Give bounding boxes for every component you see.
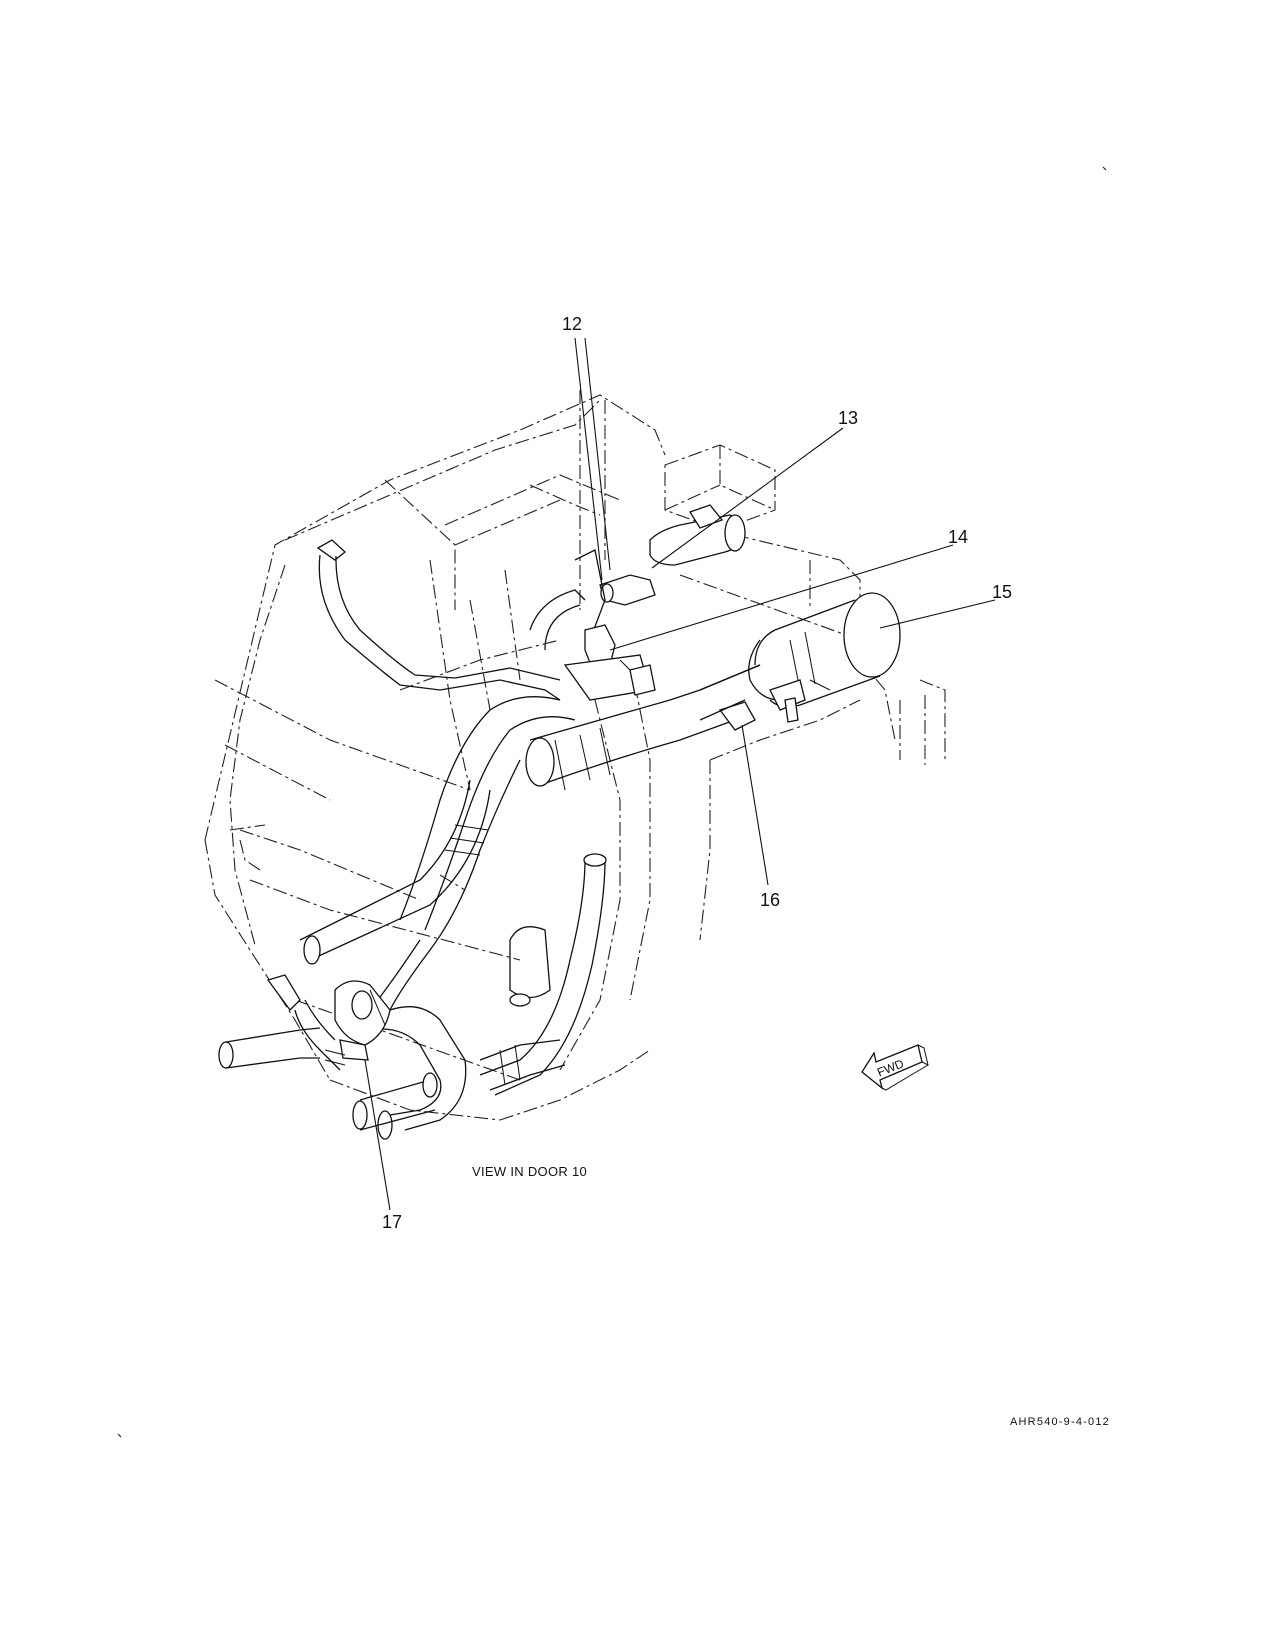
phantom-structure [204, 390, 946, 1121]
view-caption: VIEW IN DOOR 10 [472, 1164, 587, 1179]
leader-lines [364, 337, 996, 1211]
callout-14: 14 [948, 527, 968, 547]
callout-13: 13 [838, 408, 858, 428]
callout-labels: 12 13 14 15 16 17 [382, 314, 1012, 1232]
callout-16: 16 [760, 890, 780, 910]
callout-12: 12 [562, 314, 582, 334]
fwd-arrow-icon: FWD [861, 1044, 929, 1091]
stray-mark [1102, 166, 1107, 171]
stray-mark [117, 1433, 122, 1438]
callout-15: 15 [992, 582, 1012, 602]
callout-17: 17 [382, 1212, 402, 1232]
duct-assembly [218, 504, 901, 1140]
figure-id: AHR540-9-4-012 [1010, 1416, 1110, 1428]
